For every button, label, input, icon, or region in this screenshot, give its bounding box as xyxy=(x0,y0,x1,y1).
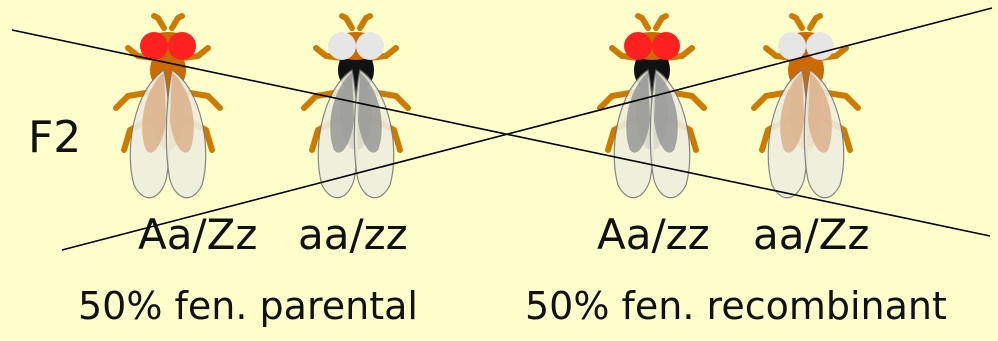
fly-leg xyxy=(172,16,182,28)
fly-eye-left xyxy=(140,32,168,60)
fly-leg xyxy=(810,16,820,28)
fly-leg xyxy=(154,16,164,28)
genotype-label-3: Aa/zz xyxy=(597,210,710,259)
fly-2 xyxy=(304,16,408,198)
fly-eye-left xyxy=(778,32,806,60)
generation-label: F2 xyxy=(28,112,81,163)
fly-3 xyxy=(600,16,704,198)
fly-leg xyxy=(638,16,648,28)
fly-eye-left xyxy=(624,32,652,60)
fly-leg xyxy=(656,16,666,28)
fly-leg xyxy=(342,16,352,28)
fly-eye-left xyxy=(328,32,356,60)
genotype-label-1: Aa/Zz xyxy=(138,210,257,259)
fly-eye-right xyxy=(356,32,384,60)
fly-leg xyxy=(792,16,802,28)
fly-leg xyxy=(360,16,370,28)
recombinant-percentage-label: 50% fen. recombinant xyxy=(525,284,947,328)
fly-eye-right xyxy=(168,32,196,60)
fly-eye-right xyxy=(652,32,680,60)
parental-percentage-label: 50% fen. parental xyxy=(78,284,418,328)
genotype-label-4: aa/Zz xyxy=(753,210,869,259)
fly-4 xyxy=(754,16,858,198)
genotype-label-2: aa/zz xyxy=(298,210,408,259)
fly-1 xyxy=(116,16,220,198)
